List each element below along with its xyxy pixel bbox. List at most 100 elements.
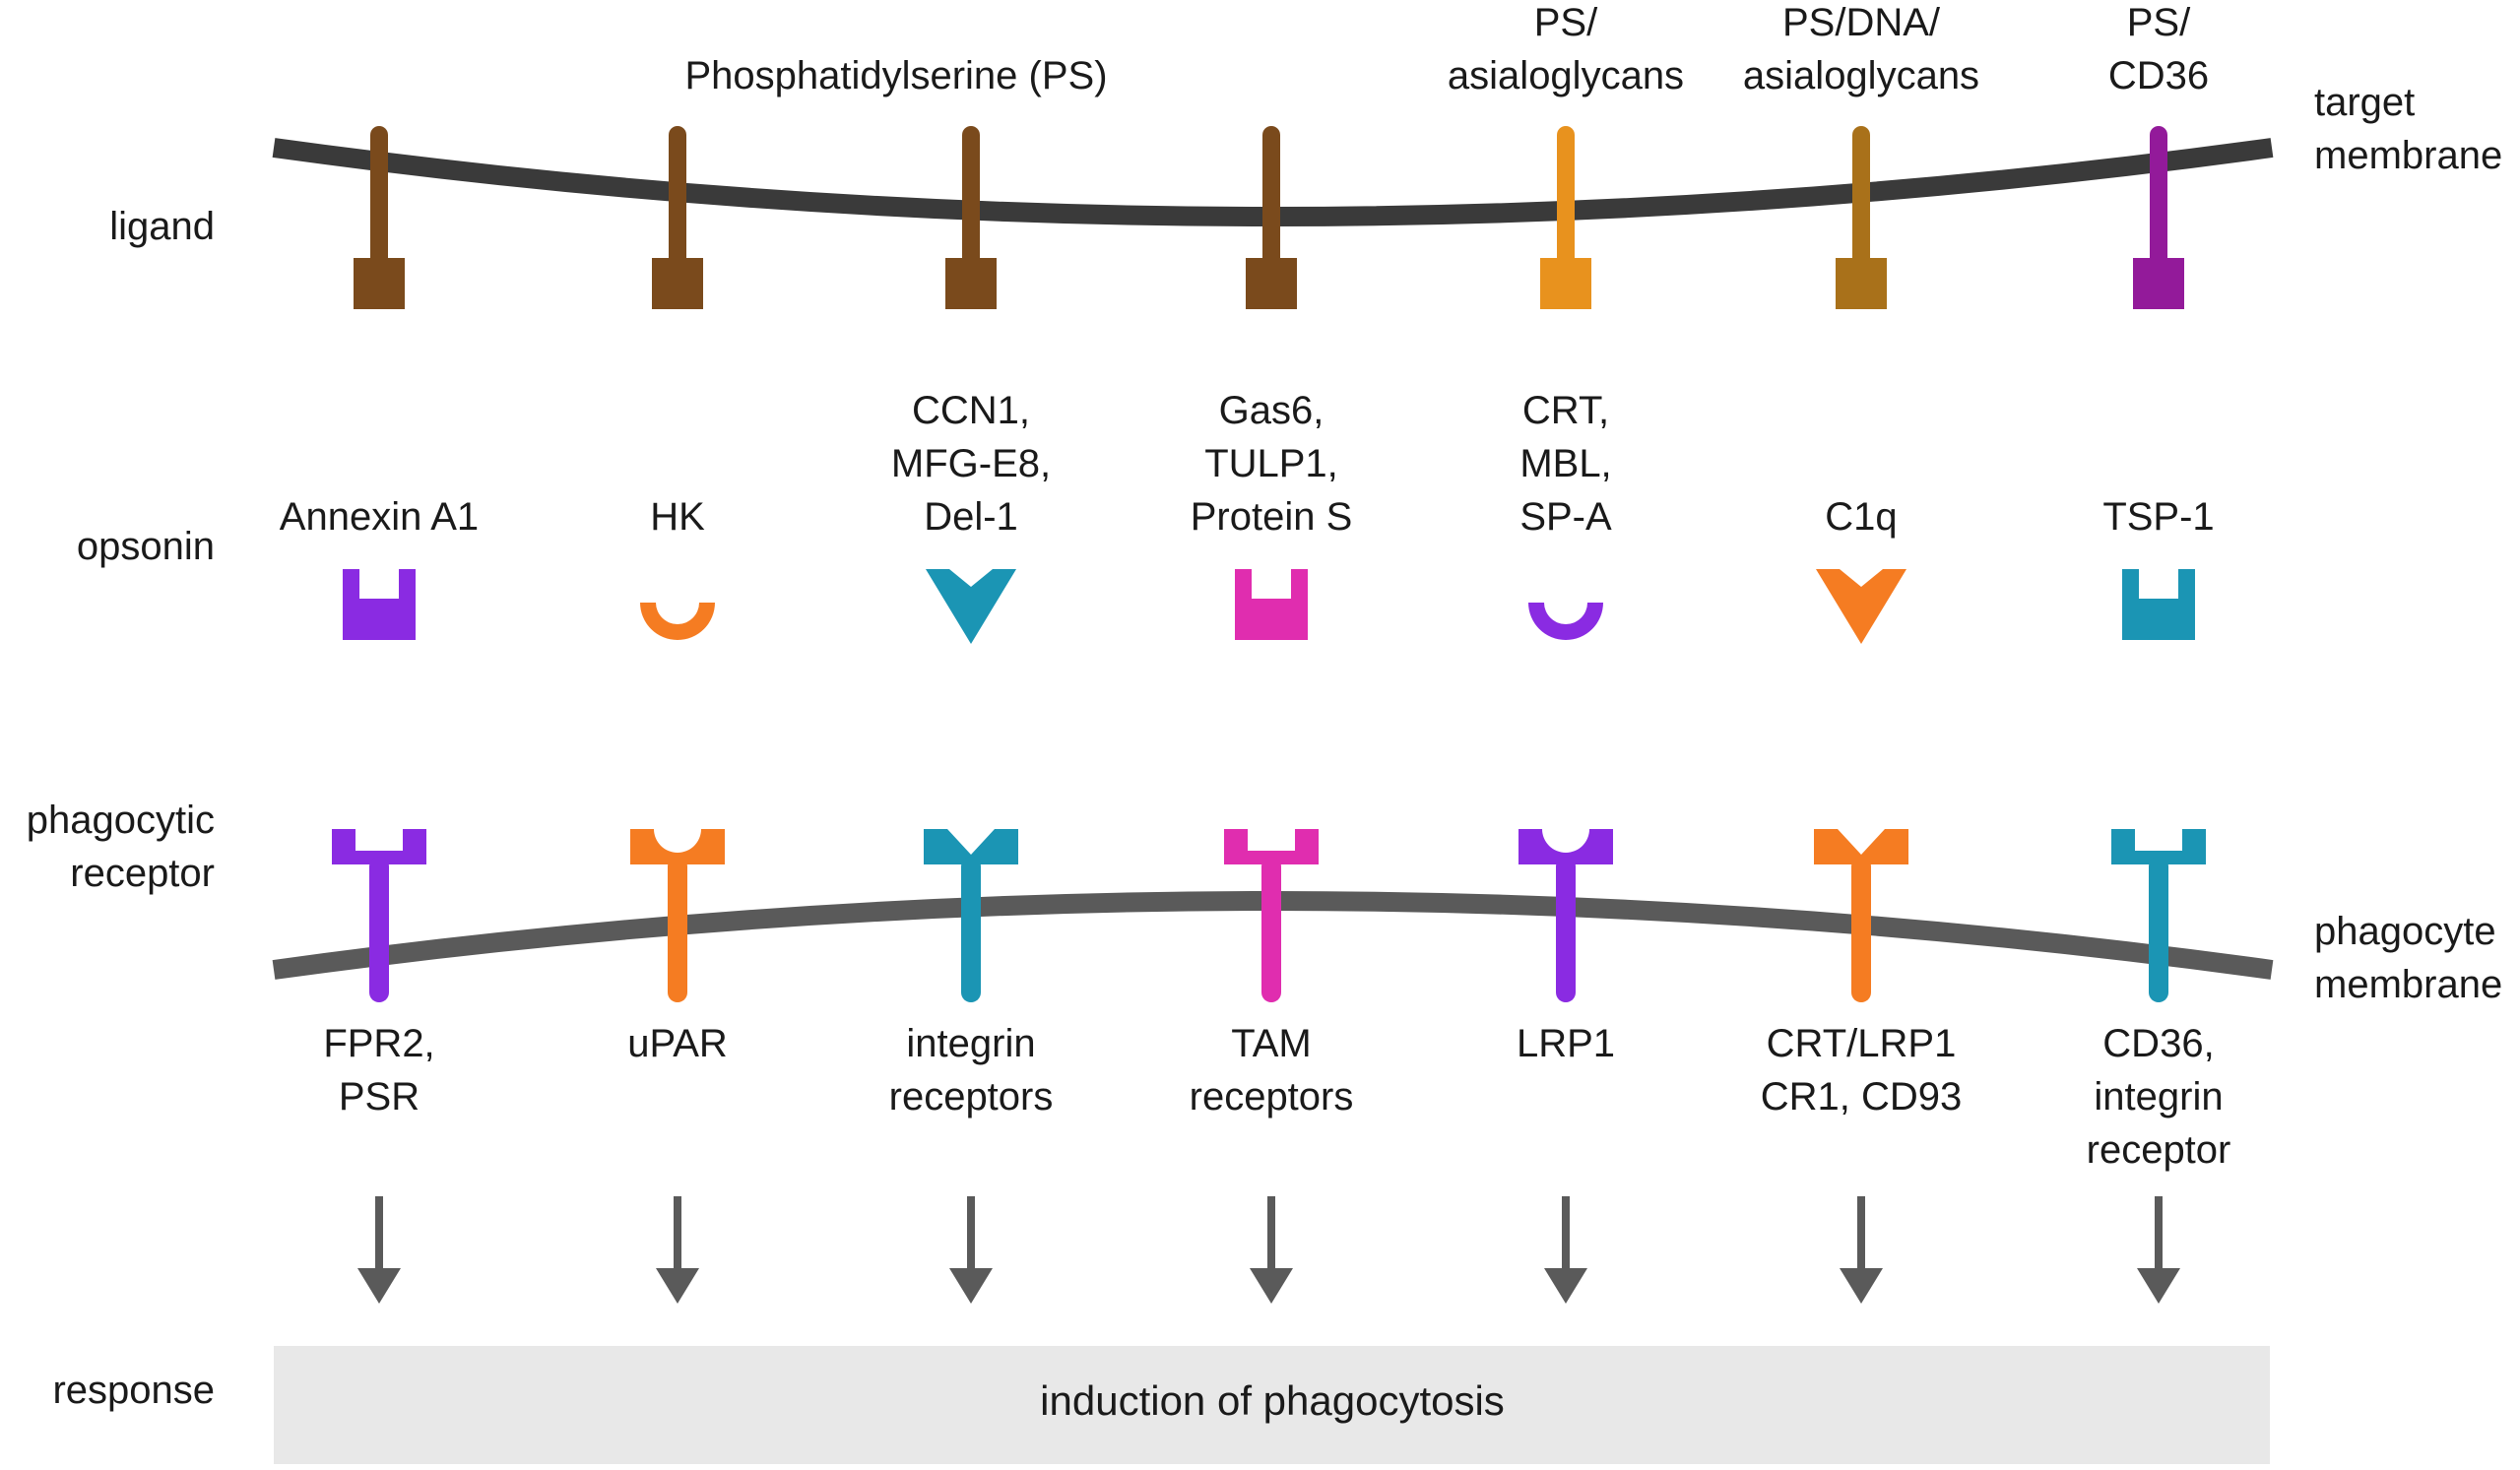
ligand-neck (2150, 226, 2167, 266)
arrow-shaft (674, 1196, 681, 1270)
receptor-label: FPR2, (323, 1022, 434, 1065)
ligand-stem (1262, 126, 1280, 244)
ligand-neck (962, 226, 980, 266)
arrow-head (656, 1268, 699, 1304)
row-label-ligand: ligand (109, 205, 215, 248)
receptor-head-round (630, 829, 725, 864)
receptor-label: integrin (2094, 1075, 2223, 1118)
arrow-shaft (2155, 1196, 2163, 1270)
opsonin-shape (343, 569, 416, 640)
receptor-stem (2149, 857, 2168, 1002)
ligand-head (354, 258, 405, 309)
ligand-head (652, 258, 703, 309)
receptor-stem (1261, 857, 1281, 1002)
ligand-label: PS/ (1534, 1, 1598, 44)
receptor-label: LRP1 (1517, 1022, 1615, 1065)
column-3: CCN1, MFG-E8, Del-1 integrin receptors (889, 126, 1054, 1304)
arrow-shaft (1562, 1196, 1570, 1270)
arrow-head (357, 1268, 401, 1304)
ligand-stem (962, 126, 980, 244)
ligand-neck (1262, 226, 1280, 266)
ligand-label: PS/ (2127, 1, 2191, 44)
opsonin-shape (1235, 569, 1308, 640)
ligand-head (2133, 258, 2184, 309)
opsonin-label: CCN1, (912, 389, 1030, 432)
receptor-label: receptor (2087, 1128, 2231, 1172)
row-label-receptor: receptor (70, 852, 215, 895)
opsonin-label: C1q (1825, 495, 1897, 539)
receptor-head-round (1518, 829, 1613, 864)
row-label-response: response (52, 1369, 215, 1412)
arrow-head (1250, 1268, 1293, 1304)
phagocyte-membrane-label-1: phagocyte (2314, 910, 2496, 953)
opsonin-label: TSP-1 (2102, 495, 2214, 539)
receptor-head-square (1224, 829, 1319, 864)
column-2: HK uPAR (627, 126, 728, 1304)
receptor-head-square (2111, 829, 2206, 864)
receptor-label: integrin (906, 1022, 1035, 1065)
opsonin-label: SP-A (1519, 495, 1612, 539)
receptor-stem (369, 857, 389, 1002)
receptor-stem (961, 857, 981, 1002)
receptor-label: uPAR (627, 1022, 728, 1065)
receptor-head-v (1814, 829, 1908, 864)
opsonin-shape (926, 569, 1016, 644)
ligand-stem (1557, 126, 1575, 244)
opsonin-shape (1816, 569, 1906, 644)
ligand-stem (1852, 126, 1870, 244)
ligand-header-ps: Phosphatidylserine (PS) (684, 54, 1107, 97)
arrow-head (1544, 1268, 1587, 1304)
ligand-stem (2150, 126, 2167, 244)
opsonin-label: Gas6, (1219, 389, 1325, 432)
ligand-neck (1852, 226, 1870, 266)
response-text: induction of phagocytosis (1040, 1377, 1505, 1424)
ligand-label: CD36 (2108, 54, 2209, 97)
receptor-stem (668, 857, 687, 1002)
receptor-stem (1851, 857, 1871, 1002)
arrow-head (1840, 1268, 1883, 1304)
receptor-label: PSR (339, 1075, 420, 1118)
ligand-neck (669, 226, 686, 266)
ligand-head (945, 258, 997, 309)
receptor-label: TAM (1231, 1022, 1311, 1065)
opsonin-shape (640, 603, 715, 640)
receptor-label: CD36, (2102, 1022, 2214, 1065)
opsonin-label: MBL, (1519, 442, 1611, 485)
ligand-stem (669, 126, 686, 244)
response-box (274, 1346, 2270, 1464)
opsonin-label: HK (650, 495, 705, 539)
opsonin-label: Del-1 (924, 495, 1018, 539)
opsonin-label: Protein S (1191, 495, 1353, 539)
receptor-label: receptors (1190, 1075, 1354, 1118)
opsonin-label: Annexin A1 (280, 495, 479, 539)
arrow-shaft (967, 1196, 975, 1270)
ligand-head (1540, 258, 1591, 309)
ligand-neck (370, 226, 388, 266)
target-membrane-label-2: membrane (2314, 134, 2502, 177)
ligand-head (1246, 258, 1297, 309)
row-label-phagocytic: phagocytic (27, 799, 215, 842)
ligand-label: PS/DNA/ (1782, 1, 1941, 44)
ligand-neck (1557, 226, 1575, 266)
ligand-head (1836, 258, 1887, 309)
receptor-label: receptors (889, 1075, 1054, 1118)
opsonin-label: MFG-E8, (891, 442, 1051, 485)
opsonin-shape (2122, 569, 2195, 640)
ligand-label: asialoglycans (1448, 54, 1684, 97)
target-membrane-label-1: target (2314, 81, 2415, 124)
ligand-label: asialoglycans (1743, 54, 1979, 97)
receptor-label: CR1, CD93 (1761, 1075, 1963, 1118)
receptor-label: CRT/LRP1 (1767, 1022, 1957, 1065)
phagocyte-membrane-label-2: membrane (2314, 963, 2502, 1006)
arrow-head (949, 1268, 993, 1304)
row-label-opsonin: opsonin (77, 525, 215, 568)
arrow-shaft (1267, 1196, 1275, 1270)
columns-layer: Annexin A1 FPR2, PSR HK uPAR CCN1, MFG-E8, Del-… (272, 1, 2274, 1304)
opsonin-label: CRT, (1522, 389, 1609, 432)
arrow-head (2137, 1268, 2180, 1304)
arrow-shaft (1857, 1196, 1865, 1270)
